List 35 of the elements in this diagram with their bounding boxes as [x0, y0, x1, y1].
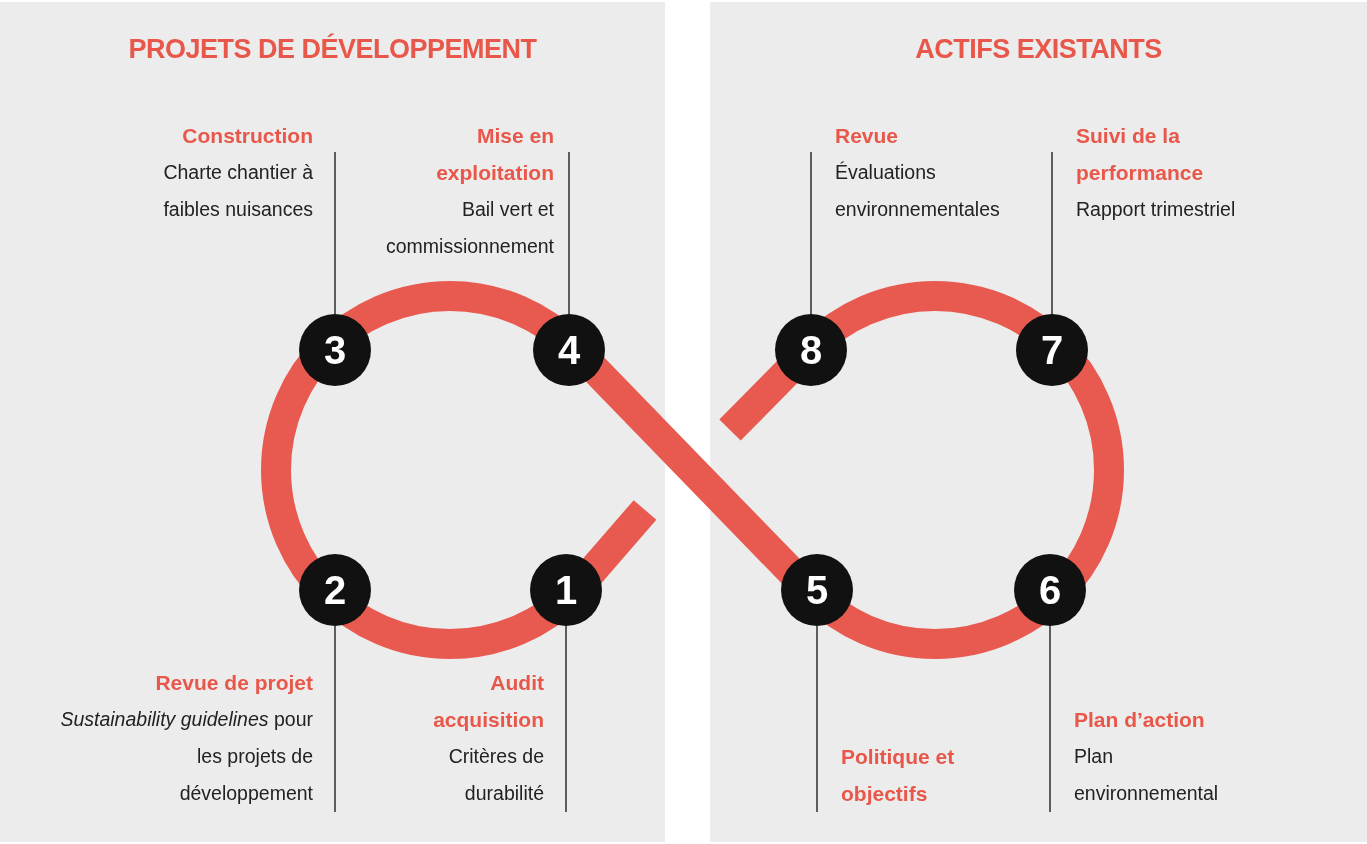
step-heading: Construction [181, 123, 313, 149]
step-description: Sustainability guidelines pour les projets de développement [60, 707, 313, 806]
leader-line [810, 151, 812, 315]
right-panel [710, 2, 1367, 842]
section-title: PROJETS DE DÉVELOPPEMENT [127, 34, 538, 65]
step-description: Critères de durabilité [447, 744, 544, 806]
step-number-badge: 2 [299, 554, 371, 626]
leader-line [568, 151, 570, 315]
step-number-badge: 4 [533, 314, 605, 386]
step-heading: Audit acquisition [432, 670, 544, 733]
step-description: Charte chantier à faibles nuisances [162, 160, 313, 222]
leader-line [816, 625, 818, 813]
leader-line [1049, 625, 1051, 813]
step-number-badge: 5 [781, 554, 853, 626]
step-description: Évaluations environnementales [835, 160, 1001, 222]
step-description: Rapport trimestriel [1076, 197, 1237, 222]
step-description: Plan environnemental [1074, 744, 1220, 806]
step-heading: Revue de projet [154, 670, 313, 696]
leader-line [1051, 151, 1053, 315]
step-number-badge: 7 [1016, 314, 1088, 386]
step-heading: Revue [835, 123, 900, 149]
step-number-badge: 3 [299, 314, 371, 386]
section-title: ACTIFS EXISTANTS [914, 34, 1163, 65]
left-panel [0, 2, 665, 842]
leader-line [565, 625, 567, 813]
leader-line [334, 625, 336, 813]
step-heading: Politique et objectifs [841, 744, 956, 807]
step-number-badge: 6 [1014, 554, 1086, 626]
step-number-badge: 1 [530, 554, 602, 626]
leader-line [334, 151, 336, 315]
step-heading: Mise en exploitation [435, 123, 554, 186]
step-heading: Suivi de la performance [1076, 123, 1205, 186]
step-number-badge: 8 [775, 314, 847, 386]
step-heading: Plan d’action [1074, 707, 1206, 733]
step-description: Bail vert et commissionnement [385, 197, 554, 259]
